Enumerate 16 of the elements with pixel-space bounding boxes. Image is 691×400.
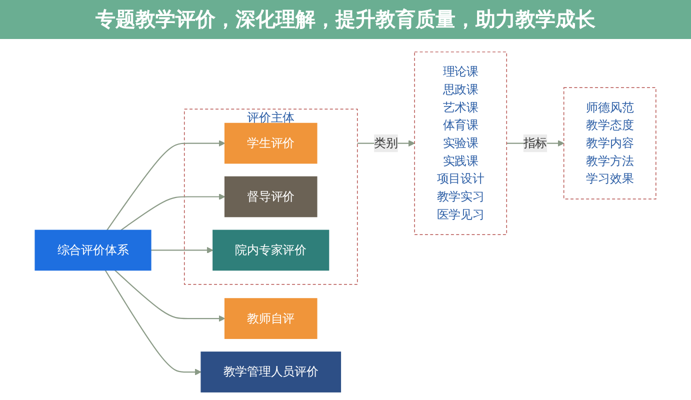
title-banner: 专题教学评价，深化理解，提升教育质量，助力教学成长 — [0, 0, 691, 39]
arrow — [150, 246, 214, 254]
node-box: 理论课 思政课 艺术课 体育课 实验课 实践课 项目设计 教学实习 医学见习 — [414, 52, 508, 235]
arrow — [106, 140, 226, 230]
arrow — [104, 270, 202, 376]
node-box: 教学管理人员评价 — [200, 352, 342, 392]
arrow — [114, 270, 226, 322]
node-box: 督导评价 — [224, 176, 318, 218]
edge-label: 指标 — [523, 136, 548, 150]
arrow — [120, 193, 226, 231]
node-box: 学生评价 — [224, 122, 318, 164]
node-box: 师德风范 教学态度 教学内容 教学方法 学习效果 — [563, 87, 656, 200]
edge-label: 类别 — [374, 136, 398, 150]
node-box: 院内专家评价 — [212, 230, 330, 271]
node-box: 教师自评 — [224, 298, 318, 339]
node-box: 综合评价体系 — [34, 230, 152, 271]
